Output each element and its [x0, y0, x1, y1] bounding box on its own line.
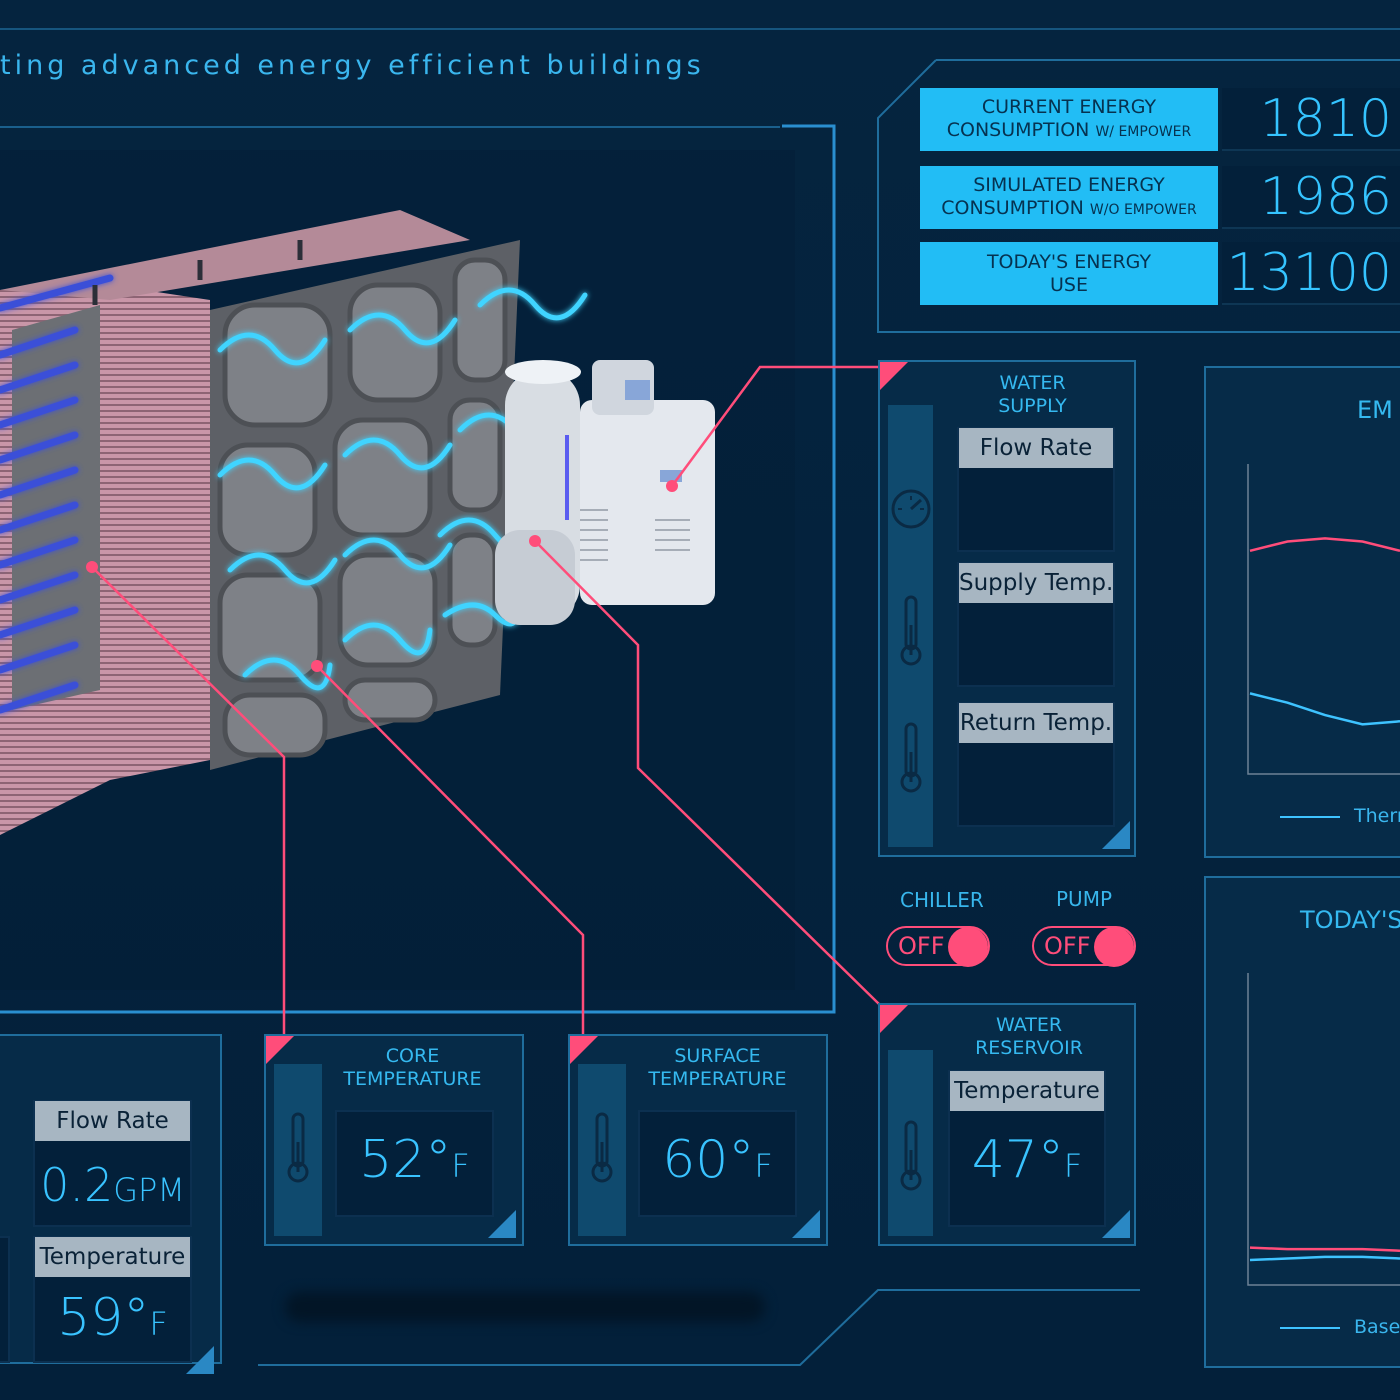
value-unit: F: [1063, 1147, 1083, 1185]
supply-temp-label: Supply Temp.: [959, 563, 1113, 603]
toggle-knob: [1094, 927, 1134, 967]
corner-marker: [570, 1036, 598, 1064]
chart-top-legend-label: Therr: [1354, 805, 1400, 827]
corner-marker: [880, 1005, 908, 1033]
kpi-current-value: 1810: [1222, 88, 1400, 151]
gauge-icon: [891, 489, 931, 529]
chart-series-line: [1249, 537, 1400, 553]
water-supply-title: WATER SUPPLY: [960, 372, 1105, 418]
surface-temp-box: [638, 1110, 797, 1217]
kpi-today-value: 13100: [1222, 242, 1400, 305]
title-line2: TEMPERATURE: [648, 1068, 787, 1090]
thermometer-icon: [591, 1112, 613, 1183]
water-reservoir-strip: [888, 1050, 933, 1236]
shadow-bar: [285, 1292, 765, 1322]
title-line2: RESERVOIR: [975, 1037, 1083, 1059]
corner-marker: [266, 1036, 294, 1064]
chart-top-title: EM: [1357, 396, 1393, 424]
title-line2: TEMPERATURE: [343, 1068, 482, 1090]
chart-bottom-legend-label: Base: [1354, 1316, 1400, 1338]
chart-bottom-panel: [1204, 876, 1400, 1368]
title-line1: WATER: [999, 372, 1066, 394]
chart-series-line: [1249, 1255, 1400, 1262]
pump-label: PUMP: [1056, 887, 1113, 911]
value-unit: F: [754, 1147, 773, 1185]
kpi-label-line2: USE: [1050, 273, 1088, 296]
thermometer-icon: [900, 722, 922, 793]
left-temp-value: 59°F: [33, 1288, 192, 1348]
kpi-simulated-value: 1986: [1222, 166, 1400, 229]
kpi-label-line1: CURRENT ENERGY: [981, 95, 1157, 118]
corner-marker: [1102, 1210, 1130, 1238]
title-line1: CORE: [385, 1045, 440, 1067]
flow-rate-label: Flow Rate: [959, 428, 1113, 468]
chart-bottom-svg: [1247, 973, 1400, 1286]
thermometer-icon: [287, 1112, 309, 1183]
water-reservoir-title: WATER RESERVOIR: [955, 1014, 1103, 1060]
value-unit: F: [451, 1147, 470, 1185]
left-flow-value: 0.2GPM: [33, 1158, 192, 1212]
thermometer-icon: [900, 595, 922, 666]
tagline: ting advanced energy efficient buildings: [0, 50, 705, 81]
corner-marker: [880, 362, 908, 390]
reservoir-temp-label: Temperature: [950, 1071, 1104, 1111]
kpi-label-line1: SIMULATED ENERGY: [973, 173, 1165, 196]
chart-top-svg: [1247, 464, 1400, 775]
kpi-label-line2: CONSUMPTION: [941, 196, 1084, 219]
chiller-toggle[interactable]: OFF: [886, 926, 990, 967]
corner-marker: [186, 1346, 214, 1374]
kpi-label-line1: TODAY'S ENERGY: [986, 250, 1152, 273]
left-flow-label: Flow Rate: [35, 1101, 190, 1141]
chart-top-legend-swatch: [1280, 816, 1340, 818]
return-temp-label: Return Temp.: [959, 703, 1113, 743]
kpi-current-label: CURRENT ENERGY CONSUMPTION W/ EMPOWER: [920, 88, 1218, 151]
kpi-simulated-label: SIMULATED ENERGY CONSUMPTION W/O EMPOWER: [920, 166, 1218, 229]
kpi-label-suffix: W/O EMPOWER: [1089, 201, 1197, 218]
wall-illustration: [0, 210, 715, 835]
top-frame-line: [0, 28, 1400, 30]
value-number: 0.2: [40, 1158, 114, 1212]
chiller-label: CHILLER: [900, 888, 984, 912]
chart-series-line: [1249, 692, 1400, 726]
title-line1: WATER: [995, 1014, 1063, 1036]
left-cut-box: [0, 1236, 10, 1363]
pump-toggle[interactable]: OFF: [1032, 926, 1136, 967]
value-number: 52°: [359, 1130, 452, 1190]
chart-series-line: [1249, 1246, 1400, 1252]
surface-temp-value: 60°F: [640, 1130, 795, 1190]
chart-axis: [1247, 973, 1400, 1286]
value-number: 47°: [971, 1130, 1064, 1190]
value-number: 60°: [662, 1130, 755, 1190]
title-line1: SURFACE: [674, 1045, 761, 1067]
kpi-today-label: TODAY'S ENERGY USE: [920, 242, 1218, 305]
toggle-knob: [948, 927, 988, 967]
core-temp-box: [335, 1110, 494, 1217]
surface-temperature-title: SURFACE TEMPERATURE: [635, 1045, 800, 1091]
chart-bottom-legend-swatch: [1280, 1327, 1340, 1329]
core-temp-value: 52°F: [337, 1130, 492, 1190]
value-number: 59°: [57, 1288, 150, 1348]
chiller-state: OFF: [898, 932, 945, 960]
kpi-label-line2: CONSUMPTION: [946, 118, 1090, 141]
thermometer-icon: [900, 1120, 922, 1191]
chart-top-panel: [1204, 366, 1400, 858]
core-temperature-title: CORE TEMPERATURE: [330, 1045, 495, 1091]
chart-bottom-title: TODAY'S: [1300, 906, 1400, 934]
kpi-label-suffix: W/ EMPOWER: [1095, 123, 1192, 140]
value-unit: GPM: [113, 1171, 185, 1209]
title-line2: SUPPLY: [998, 395, 1067, 417]
value-unit: F: [149, 1305, 168, 1343]
pump-state: OFF: [1044, 932, 1091, 960]
reservoir-temp-value: 47°F: [950, 1130, 1104, 1190]
left-temp-label: Temperature: [35, 1237, 190, 1277]
chart-axis: [1247, 464, 1400, 775]
